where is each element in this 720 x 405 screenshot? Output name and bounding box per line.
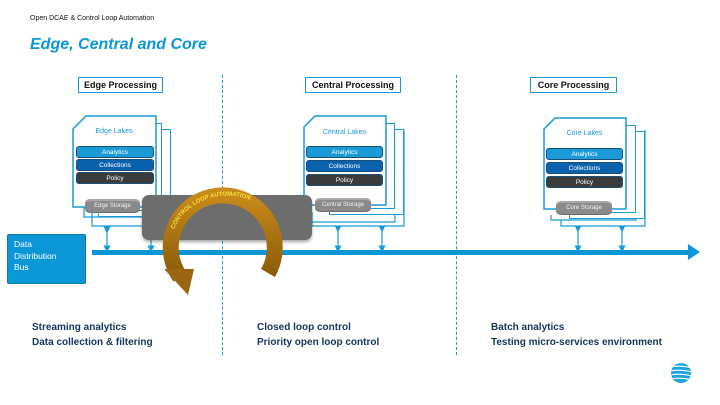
bus-label-line-3: Bus — [14, 262, 29, 272]
central-capability-2: Priority open loop control — [257, 337, 380, 348]
core-processing-title: Core Processing — [530, 77, 617, 93]
central-lakes-label: Central Lakes — [322, 129, 367, 136]
core-capability-2: Testing micro-services environment — [491, 337, 662, 348]
core-lakes-label: Core Lakes — [566, 130, 603, 137]
att-globe-icon — [671, 363, 691, 383]
edge-lakes: Edge Lakes Analytics Collections Policy — [72, 115, 177, 217]
core-analytics-bar: Analytics — [546, 148, 623, 160]
edge-storage: Edge Storage — [85, 199, 140, 212]
edge-capability-2: Data collection & filtering — [32, 337, 153, 348]
core-bracket-2 — [560, 130, 646, 227]
central-capabilities: Closed loop control Priority open loop c… — [257, 320, 379, 350]
core-collections-bar: Collections — [546, 162, 623, 174]
edge-analytics-bar: Analytics — [76, 146, 154, 158]
core-capabilities: Batch analytics Testing micro-services e… — [491, 320, 662, 350]
core-storage: Core Storage — [556, 201, 612, 214]
core-capability-1: Batch analytics — [491, 322, 565, 333]
central-policy-bar: Policy — [306, 174, 383, 186]
central-capability-1: Closed loop control — [257, 322, 351, 333]
central-analytics-bar: Analytics — [306, 146, 383, 158]
header-label: Open DCAE & Control Loop Automation — [30, 15, 155, 22]
core-lakes: Core Lakes Analytics Collections Policy — [543, 117, 648, 219]
central-bracket-2 — [311, 130, 405, 227]
core-policy-bar: Policy — [546, 176, 623, 188]
edge-bracket-1 — [83, 206, 168, 218]
central-collections-bar: Collections — [306, 160, 383, 172]
data-distribution-bus-box: Data Distribution Bus — [7, 234, 86, 284]
edge-capability-1: Streaming analytics — [32, 322, 127, 333]
edge-collections-bar: Collections — [76, 159, 154, 171]
central-processing-title: Central Processing — [305, 77, 401, 93]
page-title: Edge, Central and Core — [30, 36, 207, 53]
control-loop-arrow-icon: CONTROL LOOP AUTOMATION — [162, 187, 283, 295]
central-lakes: Central Lakes Analytics Collections Poli… — [303, 115, 408, 215]
core-processing-title-text: Core Processing — [537, 80, 610, 90]
edge-processing-title: Edge Processing — [78, 77, 163, 93]
central-processing-title-text: Central Processing — [311, 80, 395, 90]
edge-processing-title-text: Edge Processing — [83, 80, 158, 90]
bus-label-line-2: Distribution — [14, 250, 57, 261]
central-storage: Central Storage — [315, 198, 371, 211]
data-distribution-bus-line — [92, 250, 692, 255]
edge-lakes-label: Edge Lakes — [95, 128, 133, 135]
bus-arrowhead-icon — [688, 244, 700, 260]
edge-policy-bar: Policy — [76, 172, 154, 184]
edge-capabilities: Streaming analytics Data collection & fi… — [32, 320, 153, 350]
section-divider-right — [456, 75, 457, 355]
bus-label-line-1: Data — [14, 239, 32, 249]
